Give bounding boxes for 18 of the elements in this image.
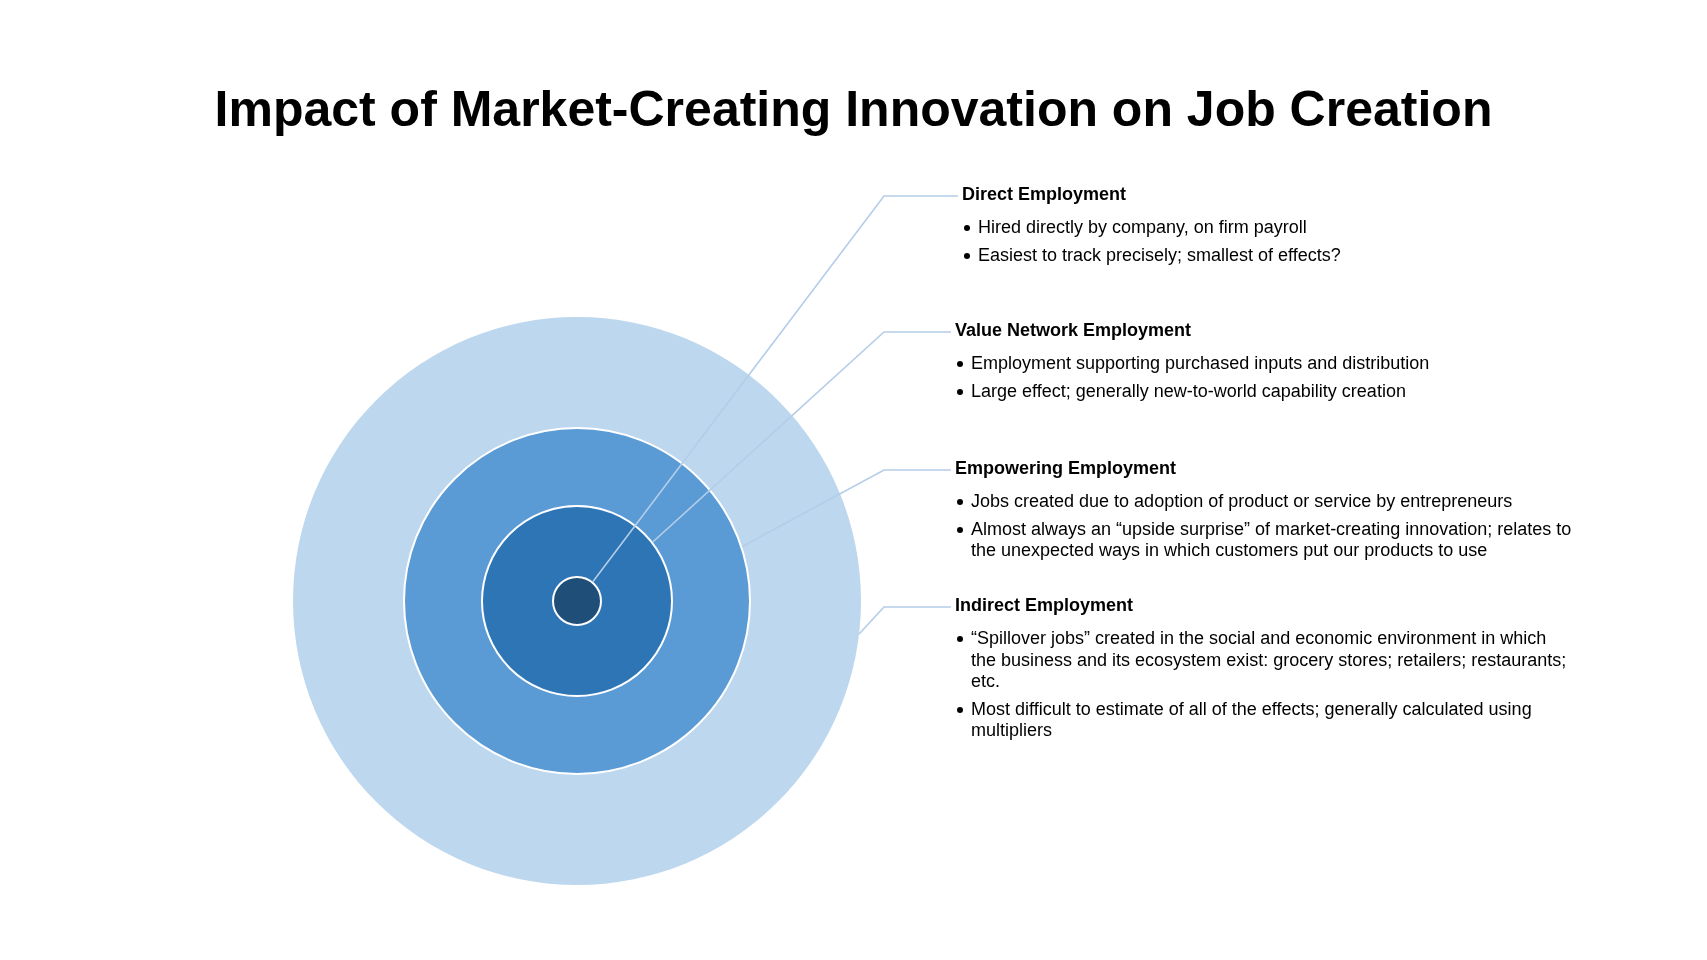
callout-heading: Empowering Employment (955, 458, 1177, 479)
bullet-item: Large effect; generally new-to-world capability creation (971, 380, 1406, 401)
bullet-item: Hired directly by company, on firm payroll (978, 217, 1307, 237)
leader-line (592, 195, 959, 583)
callout-heading: Direct Employment (962, 184, 1127, 205)
bullet-item: Most difficult to estimate of all of the effects; generally calculated using multipliers (971, 698, 1532, 741)
center-circle (552, 576, 602, 626)
title: Impact of Market-Creating Innovation on Job Creation (213, 80, 1494, 138)
leader-line (651, 331, 952, 543)
bullet-item: Easiest to track precisely; smallest of effects? (978, 244, 1341, 265)
callout-heading: Indirect Employment (955, 595, 1134, 616)
callout-heading: Value Network Employment (955, 320, 1192, 341)
bullet-item: Employment supporting purchased inputs and distribution (971, 353, 1430, 373)
bullet-item: Jobs created due to adoption of product or service by entrepreneurs (971, 491, 1513, 511)
bullet-item: “Spillover jobs” created in the social and economic environment in which the business and its ecosystem exist: grocery stores; retailers; restaurants; etc. (971, 628, 1567, 692)
leader-line (858, 606, 952, 635)
leader-line (741, 469, 952, 548)
bullet-item: Almost always an “upside surprise” of market-creating innovation; relates to the unexpected ways in which customers put our products to use (971, 518, 1572, 561)
